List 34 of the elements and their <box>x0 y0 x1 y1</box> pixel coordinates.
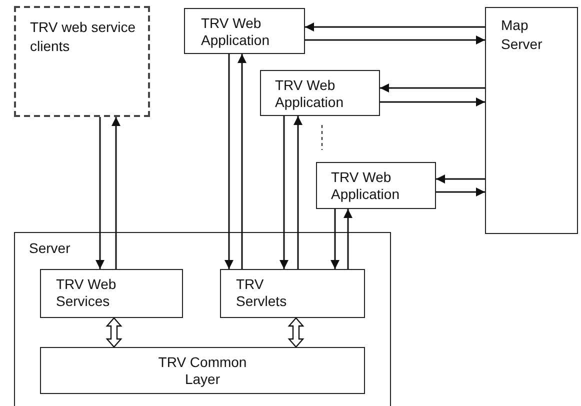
arrow <box>330 209 340 269</box>
arrow <box>238 54 246 269</box>
process-box <box>40 269 183 318</box>
double-block-arrow <box>288 317 304 348</box>
arrow <box>305 36 485 44</box>
arrow <box>224 54 234 269</box>
process-box <box>316 162 436 209</box>
box-label: TRV Web Application <box>200 14 270 49</box>
box-label: TRV web service clients <box>29 18 136 56</box>
box-label: Map Server <box>500 16 544 54</box>
process-box <box>184 8 305 54</box>
process-box <box>260 70 380 116</box>
arrow <box>96 117 104 269</box>
container-box <box>14 232 391 406</box>
double-block-arrow <box>106 317 122 348</box>
box-label: TRV Common Layer <box>157 353 248 388</box>
arrow <box>380 98 485 106</box>
arrow <box>305 22 485 32</box>
arrow <box>436 188 485 196</box>
process-box <box>40 347 365 394</box>
box-label: TRV Web Services <box>55 275 118 310</box>
container-label: Server <box>28 239 70 258</box>
dashed-box <box>14 6 150 117</box>
arrow <box>380 84 485 92</box>
arrow <box>436 174 485 184</box>
arrow <box>294 116 302 269</box>
box-label: TRV Web Application <box>274 76 344 111</box>
process-box <box>220 269 365 318</box>
arrow <box>112 117 120 269</box>
process-box <box>485 7 578 234</box>
box-label: TRV Web Application <box>330 168 400 203</box>
arrow <box>344 209 352 269</box>
box-label: TRV Servlets <box>235 275 288 310</box>
arrow <box>280 116 288 269</box>
